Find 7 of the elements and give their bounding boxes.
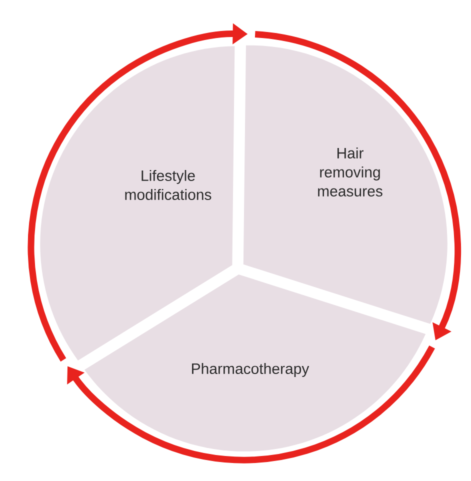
node-label: Hair removing measures [318, 147, 382, 196]
node-label: Lifestyle modifications [125, 170, 212, 200]
sector: Hair removing measures [243, 45, 448, 324]
arrow [67, 345, 435, 464]
sector: Lifestyle modifications [40, 46, 235, 360]
sector: Pharmacotherapy [84, 274, 426, 452]
node-label: Pharmacotherapy [192, 363, 310, 377]
